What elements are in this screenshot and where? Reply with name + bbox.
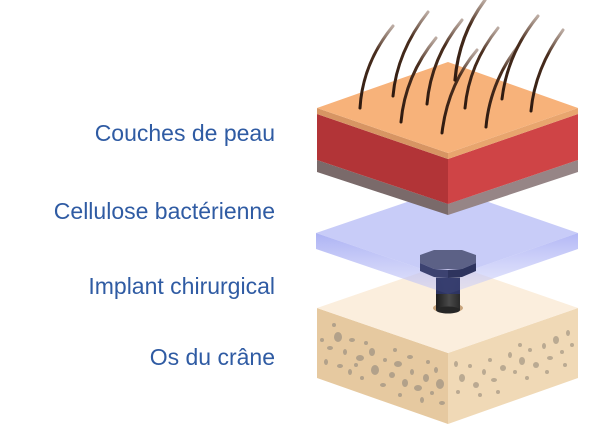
hair [358, 24, 395, 110]
bolt-neck [436, 278, 460, 294]
hair [440, 48, 479, 135]
epidermis-band-left [317, 108, 448, 159]
cellulose-left-face [316, 233, 448, 294]
label-surgical-implant: Implant chirurgical [88, 273, 275, 299]
bolt-head-top [420, 250, 476, 269]
cellulose-top-face [316, 188, 578, 278]
dermis-right [448, 114, 578, 204]
skin-layers-block [317, 62, 578, 215]
hair [463, 26, 500, 110]
hair [529, 28, 565, 113]
cellulose-right-face [448, 233, 578, 294]
hair [453, 0, 487, 82]
implant-bolt-head [420, 250, 476, 294]
skull-bone-block [317, 263, 578, 424]
bolt-head-right [448, 263, 476, 278]
dermis-left [317, 114, 448, 204]
label-skull-bone: Os du crâne [149, 344, 275, 370]
label-bacterial-cellulose: Cellulose bactérienne [53, 198, 275, 224]
hair [391, 10, 430, 98]
bone-pores-left [320, 323, 445, 405]
hair [500, 14, 540, 101]
label-skin-layers: Couches de peau [94, 120, 275, 146]
hair [399, 36, 438, 124]
hairs [358, 0, 565, 135]
bolt-head-left [420, 263, 448, 278]
hypodermis-left [317, 160, 448, 215]
bone-pores-right [454, 330, 574, 397]
implant-shaft-bottom [436, 306, 460, 314]
hair [425, 18, 464, 106]
epidermis-band-right [448, 108, 578, 159]
hypodermis-right [448, 160, 578, 215]
bone-left-face [317, 308, 448, 424]
bacterial-cellulose-plate [316, 188, 578, 294]
